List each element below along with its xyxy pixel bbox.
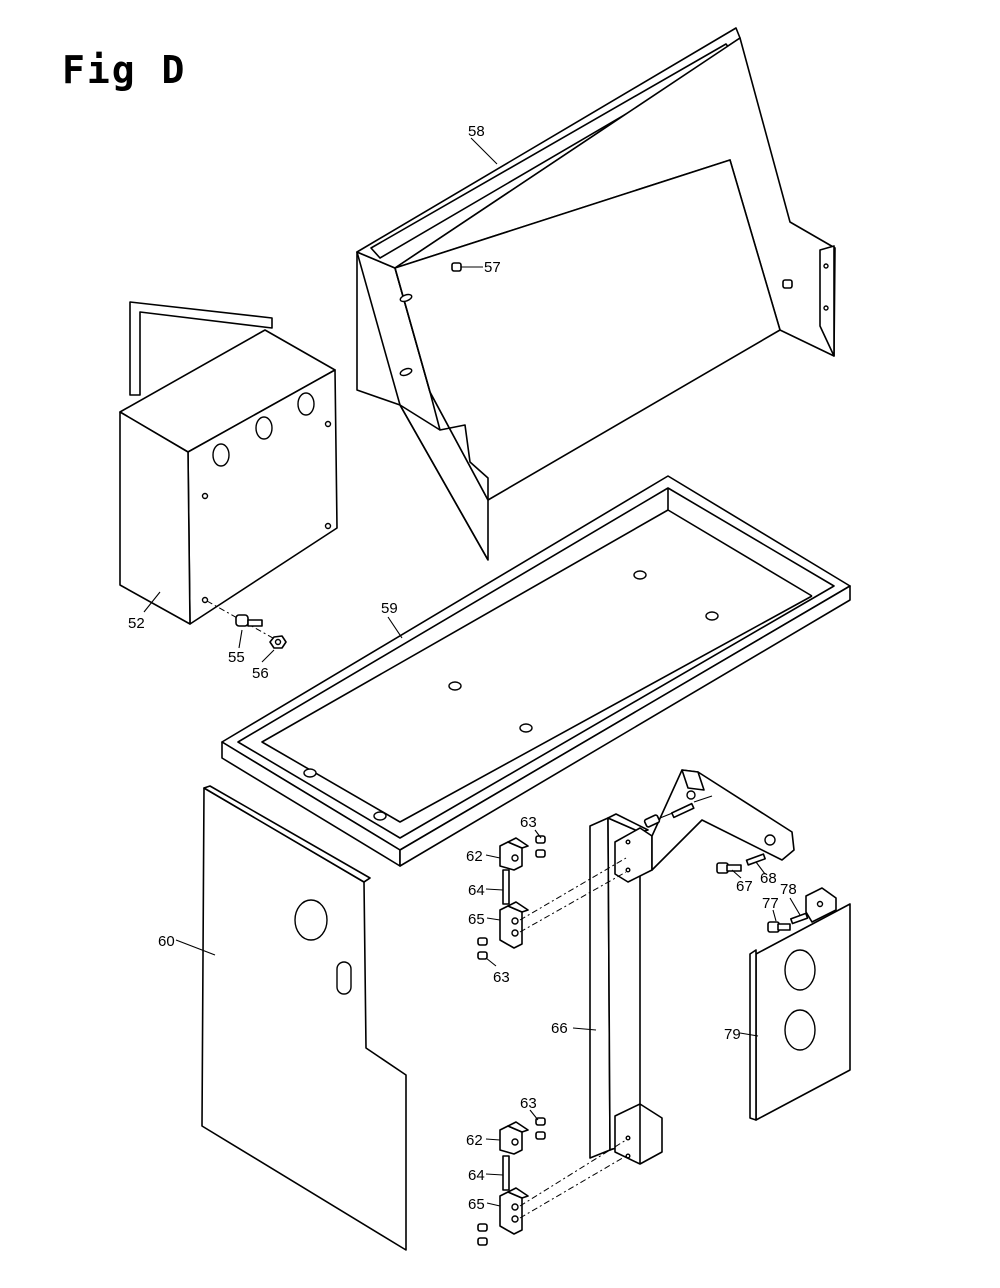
leader-56	[261, 649, 275, 663]
callout-55: 55	[228, 649, 245, 666]
callout-52: 52	[128, 615, 145, 632]
leader-62-top	[485, 854, 501, 859]
box-hole-3	[297, 392, 315, 416]
callout-59: 59	[381, 600, 398, 617]
figure-title: Fig D	[62, 48, 187, 92]
part-59-chip-tray	[221, 475, 851, 867]
part-57-screw	[451, 262, 793, 289]
part-78-pin	[789, 912, 809, 925]
callout-66: 66	[551, 1020, 568, 1037]
leader-64-bottom	[485, 1173, 504, 1176]
callout-58: 58	[468, 123, 485, 140]
leader-63-bottom	[529, 1109, 539, 1121]
side-door-hole-2	[784, 1009, 816, 1051]
leader-65-bottom	[486, 1202, 501, 1207]
part-77-screw	[767, 921, 791, 933]
callout-63-bottom: 63	[520, 1095, 537, 1112]
part-52-electrical-box	[119, 301, 338, 625]
callout-79: 79	[724, 1026, 741, 1043]
leader-77	[772, 909, 777, 922]
door-hole	[294, 899, 328, 941]
part-79-side-door	[749, 887, 851, 1121]
leader-62-bottom	[485, 1138, 501, 1141]
part-68-pin	[745, 853, 766, 866]
callout-62-bottom: 62	[466, 1132, 483, 1149]
leader-65-top	[486, 917, 501, 921]
leader-60	[175, 939, 216, 956]
leader-52	[143, 591, 161, 613]
part-67-screw	[716, 862, 742, 874]
callout-60: 60	[158, 933, 175, 950]
leader-78	[789, 897, 801, 916]
callout-67: 67	[736, 878, 753, 895]
box-hole-2	[255, 416, 273, 440]
callout-68: 68	[760, 870, 777, 887]
callout-65-bottom: 65	[468, 1196, 485, 1213]
lower-hinge-assembly	[477, 1117, 627, 1246]
callout-63-top-upper: 63	[520, 814, 537, 831]
part-58-rear-panel	[356, 27, 836, 561]
part-60-front-door	[201, 785, 407, 1251]
callout-63-top-lower: 63	[493, 969, 510, 986]
leader-63-top-upper	[534, 829, 542, 839]
lower-hinge-pin	[502, 1155, 510, 1191]
callout-56: 56	[252, 665, 269, 682]
upper-hinge-assembly	[477, 835, 627, 960]
part-56-nut	[269, 635, 287, 649]
callout-78: 78	[780, 881, 797, 898]
callout-64-top: 64	[468, 882, 485, 899]
callout-62-top: 62	[466, 848, 483, 865]
door-slot	[336, 961, 352, 995]
side-door-hole-1	[784, 949, 816, 991]
leader-58	[470, 137, 498, 165]
callout-57: 57	[484, 259, 501, 276]
leader-55	[238, 629, 243, 649]
upper-hinge-pin	[502, 869, 510, 905]
leader-63-top-lower	[485, 957, 497, 967]
leader-66	[572, 1027, 597, 1031]
part-66-hinge-frame	[589, 769, 795, 1165]
part-66-screws	[643, 795, 713, 828]
leader-59	[387, 616, 403, 639]
box-hole-1	[212, 443, 230, 467]
callout-65-top: 65	[468, 911, 485, 928]
leader-64-top	[485, 888, 504, 891]
callout-77: 77	[762, 895, 779, 912]
leader-79	[739, 1032, 759, 1037]
callout-64-bottom: 64	[468, 1167, 485, 1184]
part-55-bolt	[206, 600, 281, 643]
leader-68	[755, 861, 766, 875]
leader-67	[731, 869, 742, 879]
